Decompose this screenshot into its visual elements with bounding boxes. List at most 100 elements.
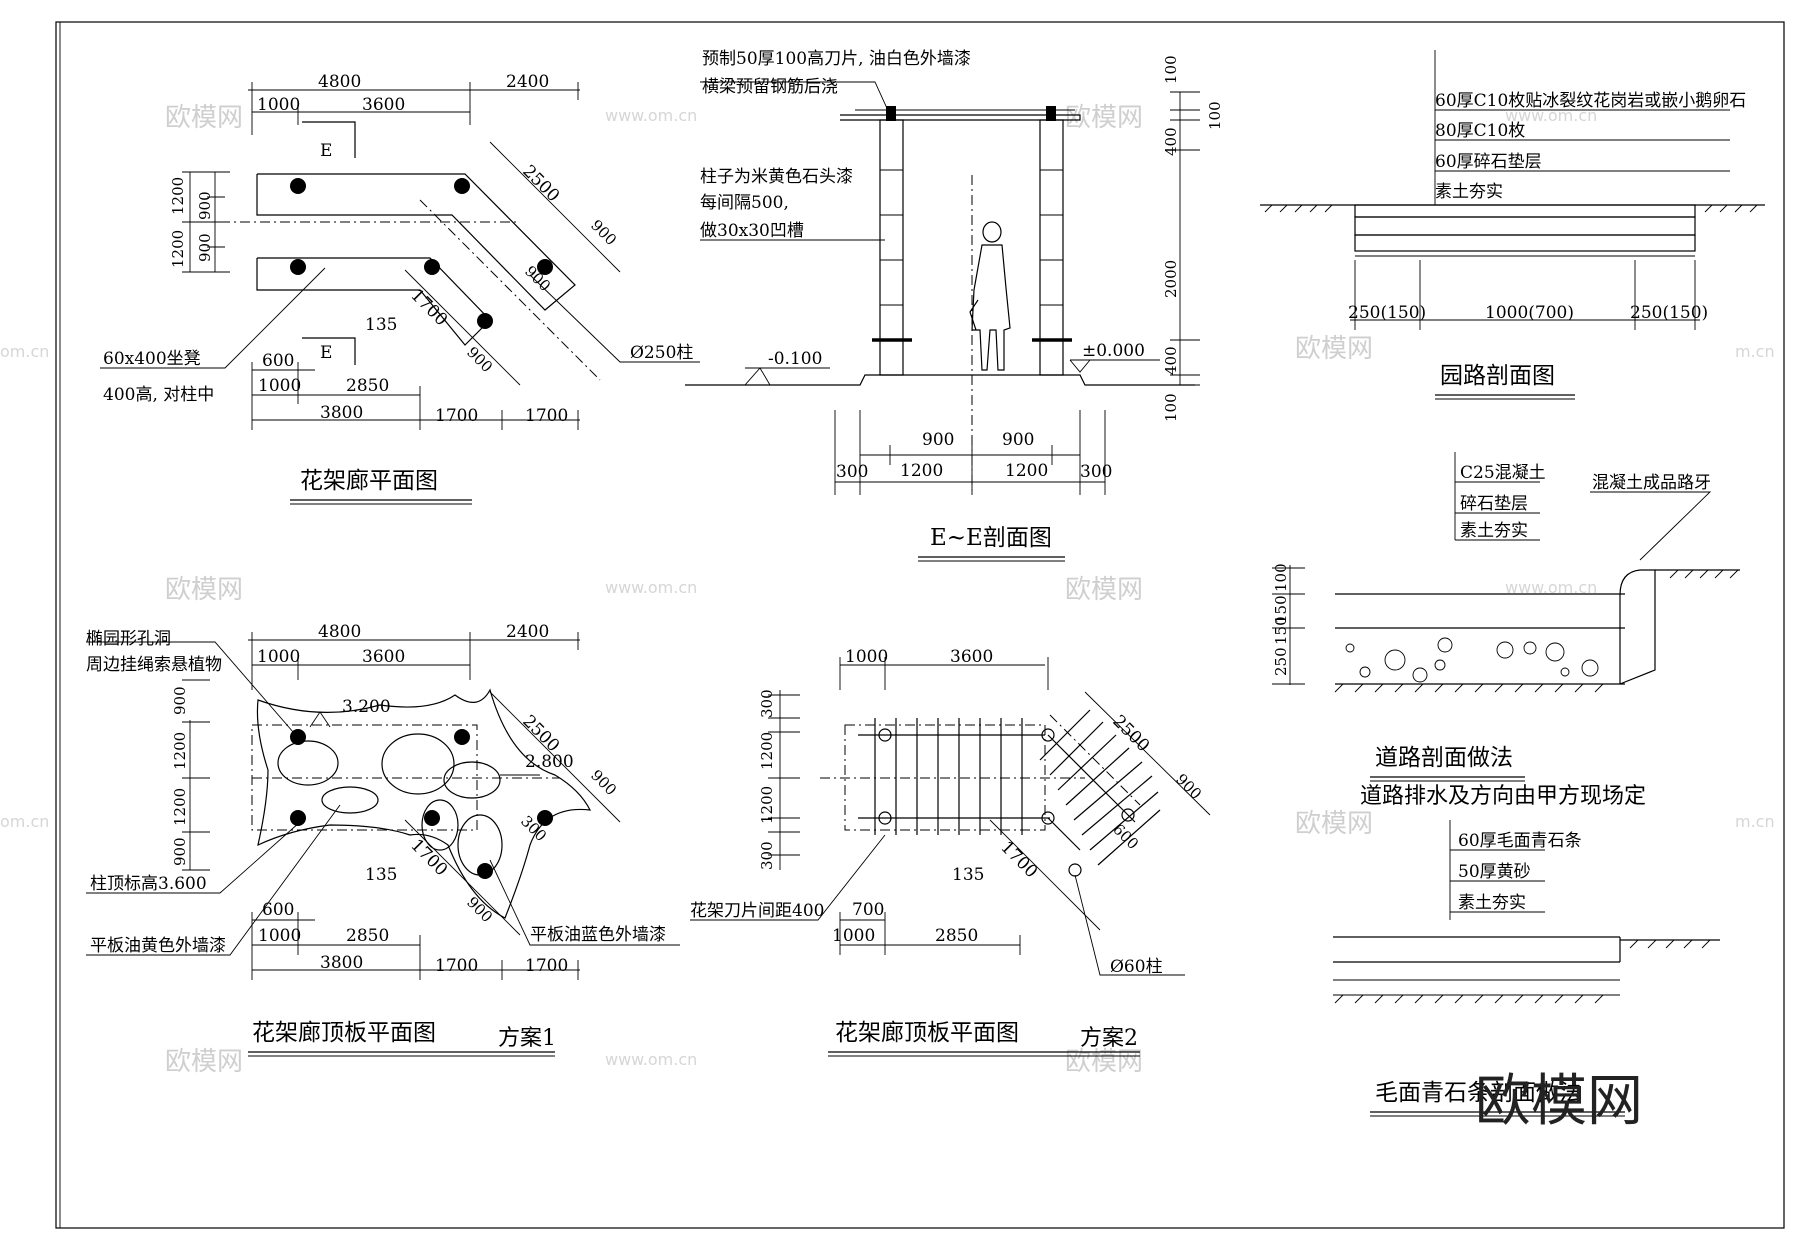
watermark-large: 欧模网 bbox=[1475, 1069, 1643, 1134]
roof2-title: 花架廊顶板平面图 bbox=[835, 1020, 1019, 1046]
watermark-url: www.om.cn bbox=[605, 1050, 697, 1069]
svg-text:1200: 1200 bbox=[758, 786, 776, 824]
svg-text:100: 100 bbox=[1206, 101, 1224, 130]
level-right: ±0.000 bbox=[1082, 341, 1145, 361]
svg-text:1700: 1700 bbox=[406, 285, 451, 330]
garden-path-drawing: 60厚C10枚贴冰裂纹花岗岩或嵌小鹅卵石 80厚C10枚 60厚碎石垫层 素土夯… bbox=[1260, 50, 1765, 400]
svg-text:900: 900 bbox=[196, 233, 214, 262]
garden-path-title: 园路剖面图 bbox=[1440, 363, 1555, 389]
layer-label: C25混凝土 bbox=[1460, 463, 1546, 483]
svg-text:2500: 2500 bbox=[518, 711, 563, 756]
svg-text:2850: 2850 bbox=[346, 926, 389, 946]
stone-title: 毛面青石条剖面做法 bbox=[1375, 1080, 1582, 1106]
roof1-drawing: 4800 2400 1000 3600 900 1200 1200 900 bbox=[86, 622, 680, 1057]
svg-text:900: 900 bbox=[171, 686, 189, 715]
svg-text:1000: 1000 bbox=[257, 647, 300, 667]
svg-text:300: 300 bbox=[758, 689, 776, 718]
road-subtitle: 道路排水及方向由甲方现场定 bbox=[1360, 784, 1646, 809]
watermarks: 欧模网 www.om.cn 欧模网 www.om.cn om.cn 欧模网 m.… bbox=[0, 103, 1775, 1077]
svg-text:600: 600 bbox=[1109, 820, 1142, 853]
svg-text:4800: 4800 bbox=[318, 72, 361, 92]
svg-text:600: 600 bbox=[262, 900, 294, 920]
svg-text:2500: 2500 bbox=[518, 161, 563, 206]
watermark-url: www.om.cn bbox=[605, 106, 697, 125]
section-mark-e: E bbox=[320, 343, 332, 363]
watermark-logo: 欧模网 bbox=[165, 103, 243, 133]
layer-label: 50厚黄砂 bbox=[1458, 862, 1531, 882]
svg-text:1200: 1200 bbox=[1005, 461, 1048, 481]
watermark-logo: 欧模网 bbox=[165, 575, 243, 605]
column-top-note: 柱顶标高3.600 bbox=[90, 874, 207, 894]
level-left: -0.100 bbox=[768, 349, 822, 369]
svg-text:1200: 1200 bbox=[171, 788, 189, 826]
watermark-url: m.cn bbox=[1735, 812, 1775, 831]
svg-text:900: 900 bbox=[1002, 430, 1034, 450]
road-title: 道路剖面做法 bbox=[1375, 745, 1513, 771]
svg-text:150: 150 bbox=[1272, 616, 1290, 645]
svg-text:1000: 1000 bbox=[832, 926, 875, 946]
bench-note: 60x400坐凳 bbox=[103, 349, 201, 369]
svg-text:135: 135 bbox=[952, 865, 984, 885]
svg-text:1700: 1700 bbox=[435, 406, 478, 426]
svg-text:1000: 1000 bbox=[257, 95, 300, 115]
blade-note: 预制50厚100高刀片, 油白色外墙漆 bbox=[702, 49, 971, 69]
svg-text:900: 900 bbox=[922, 430, 954, 450]
hole-note-2: 周边挂绳索悬植物 bbox=[86, 655, 222, 675]
plan-drawing: 4800 2400 1000 3600 E 1200 900 1200 900 … bbox=[100, 72, 700, 505]
svg-text:900: 900 bbox=[171, 837, 189, 866]
svg-text:250(150): 250(150) bbox=[1630, 303, 1708, 323]
layer-label: 60厚C10枚贴冰裂纹花岗岩或嵌小鹅卵石 bbox=[1435, 91, 1746, 111]
svg-text:2850: 2850 bbox=[935, 926, 978, 946]
roof1-title: 花架廊顶板平面图 bbox=[252, 1020, 436, 1046]
section-title: E~E剖面图 bbox=[930, 525, 1052, 551]
roof2-scheme: 方案2 bbox=[1080, 1026, 1138, 1051]
svg-text:700: 700 bbox=[852, 900, 884, 920]
svg-text:150: 150 bbox=[1272, 595, 1290, 624]
layer-label: 素土夯实 bbox=[1435, 182, 1503, 202]
svg-text:900: 900 bbox=[1172, 770, 1205, 803]
elevation-label: 3.200 bbox=[342, 697, 391, 717]
svg-text:1700: 1700 bbox=[525, 956, 568, 976]
column-note: Ø250柱 bbox=[630, 343, 693, 363]
svg-text:1200: 1200 bbox=[171, 732, 189, 770]
svg-text:400: 400 bbox=[1162, 127, 1180, 156]
layer-label: 碎石垫层 bbox=[1460, 494, 1528, 514]
svg-text:300: 300 bbox=[836, 462, 868, 482]
hole-note: 椭园形孔洞 bbox=[86, 629, 171, 649]
svg-text:300: 300 bbox=[758, 841, 776, 870]
bench-note-2: 400高, 对柱中 bbox=[103, 385, 214, 405]
blade-spacing-note: 花架刀片间距400 bbox=[690, 901, 824, 921]
watermark-logo: 欧模网 bbox=[165, 1047, 243, 1077]
svg-text:3600: 3600 bbox=[362, 95, 405, 115]
column-groove-note-2: 做30x30凹槽 bbox=[700, 221, 804, 241]
watermark-url: www.om.cn bbox=[605, 578, 697, 597]
svg-text:1000: 1000 bbox=[258, 376, 301, 396]
svg-text:3800: 3800 bbox=[320, 953, 363, 973]
blue-paint-note: 平板油蓝色外墙漆 bbox=[530, 925, 666, 945]
svg-text:100: 100 bbox=[1162, 55, 1180, 84]
person-figure bbox=[969, 221, 1011, 371]
layer-label: 60厚碎石垫层 bbox=[1435, 152, 1542, 172]
svg-text:1000: 1000 bbox=[845, 647, 888, 667]
svg-text:1000: 1000 bbox=[258, 926, 301, 946]
svg-text:3600: 3600 bbox=[950, 647, 993, 667]
svg-text:1200: 1200 bbox=[169, 230, 187, 268]
watermark-logo: 欧模网 bbox=[1065, 575, 1143, 605]
svg-text:4800: 4800 bbox=[318, 622, 361, 642]
svg-text:100: 100 bbox=[1272, 563, 1290, 592]
svg-text:250(150): 250(150) bbox=[1348, 303, 1426, 323]
svg-text:250: 250 bbox=[1272, 647, 1290, 676]
plan-columns bbox=[290, 178, 553, 329]
svg-text:1700: 1700 bbox=[996, 837, 1041, 882]
svg-text:300: 300 bbox=[1080, 462, 1112, 482]
svg-text:2000: 2000 bbox=[1162, 260, 1180, 298]
svg-text:900: 900 bbox=[196, 191, 214, 220]
svg-text:1700: 1700 bbox=[525, 406, 568, 426]
roof2-drawing: 1000 3600 300 1200 1200 300 bbox=[690, 647, 1211, 1057]
plan-title: 花架廊平面图 bbox=[300, 468, 438, 494]
column-groove-note: 每间隔500, bbox=[700, 193, 789, 213]
watermark-url: om.cn bbox=[0, 812, 49, 831]
svg-text:1000(700): 1000(700) bbox=[1485, 303, 1574, 323]
svg-text:1200: 1200 bbox=[758, 732, 776, 770]
